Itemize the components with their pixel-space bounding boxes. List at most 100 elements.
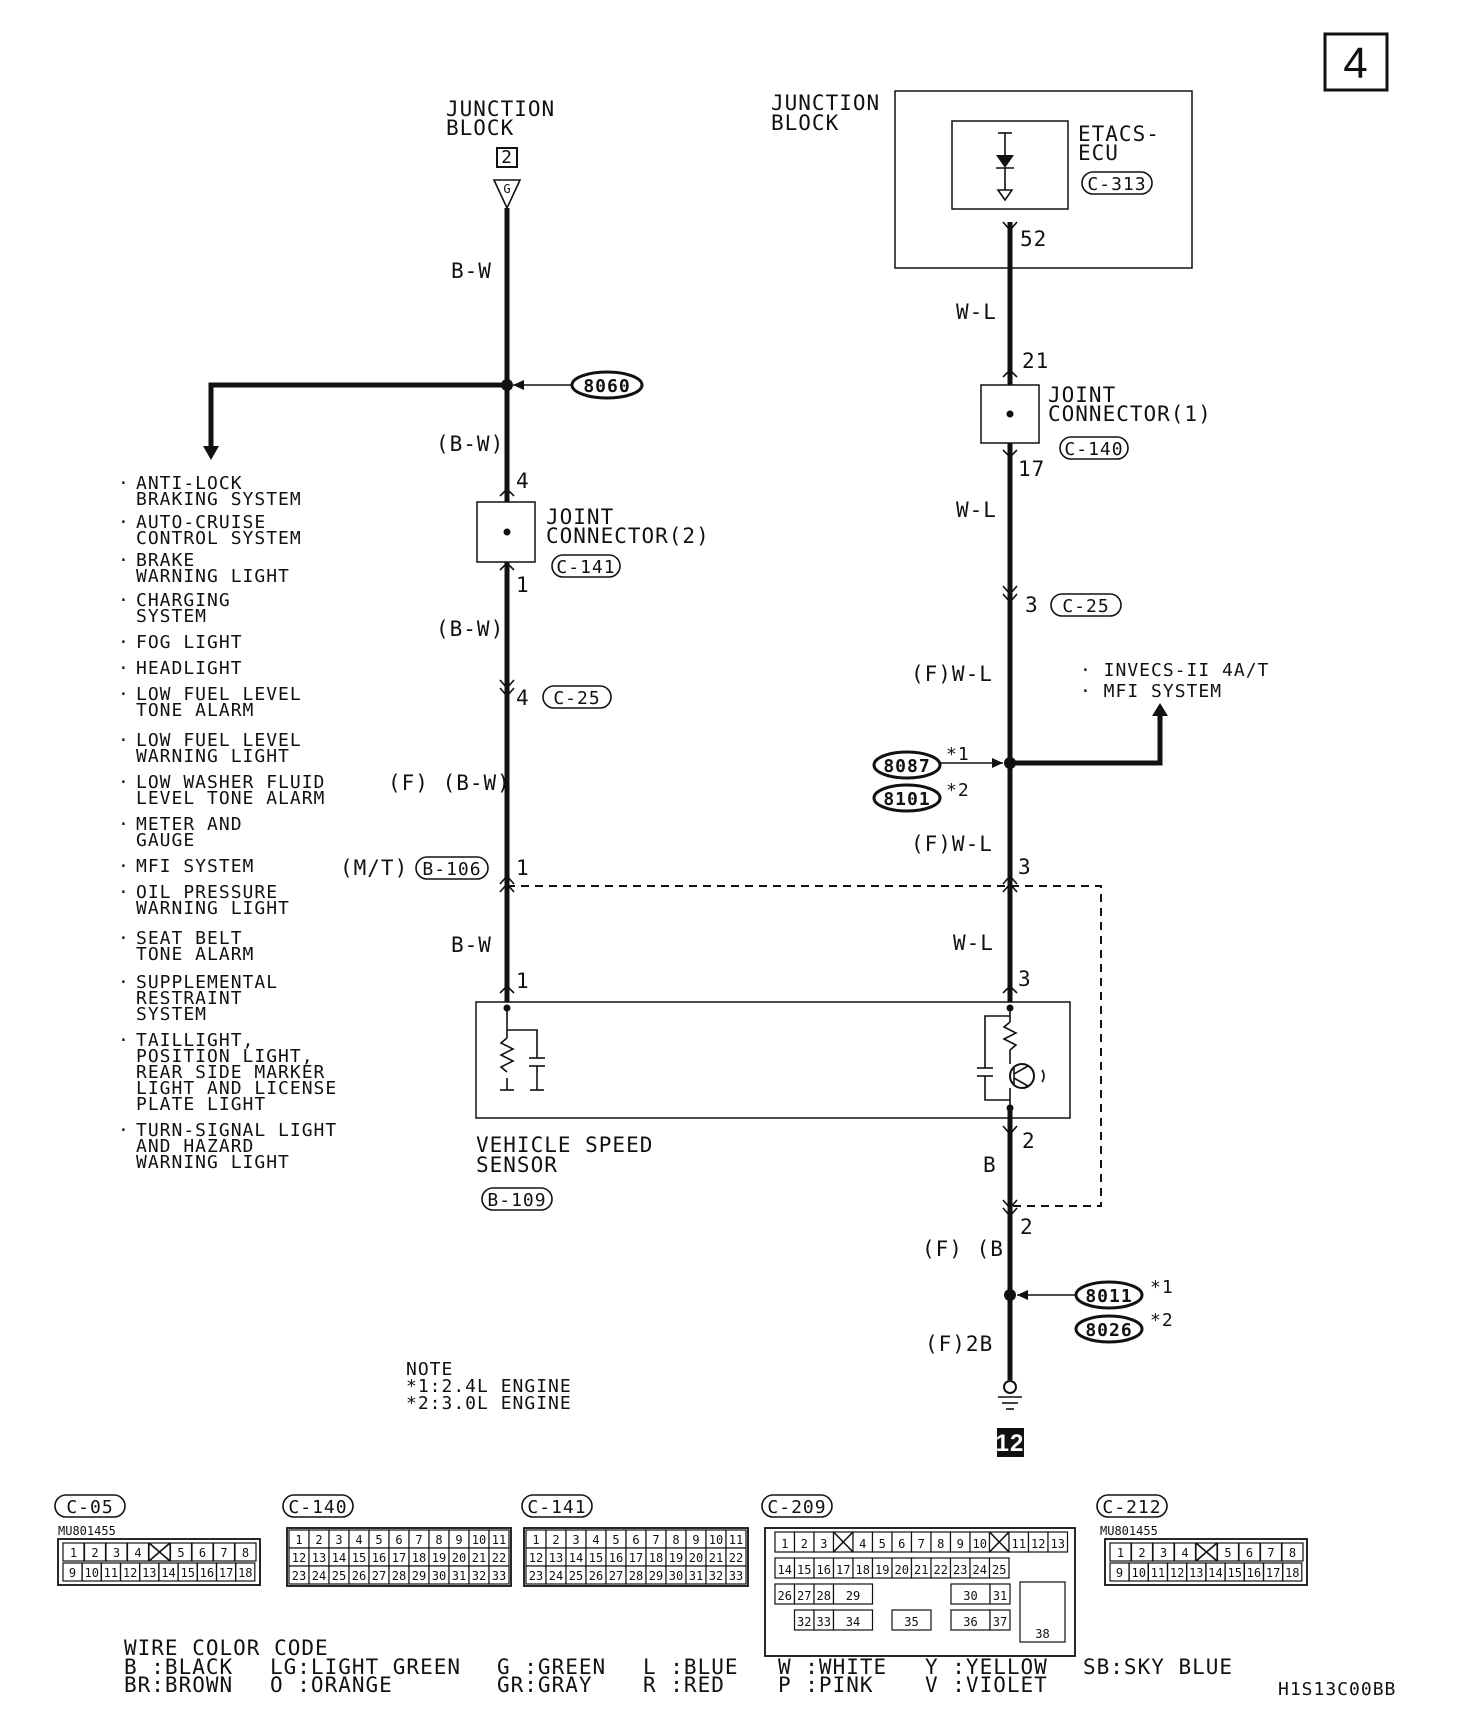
right-c25-pin: 3 bbox=[1025, 593, 1039, 617]
system-item-line: MFI SYSTEM bbox=[136, 856, 254, 877]
connector-pin-cell bbox=[725, 1565, 747, 1585]
wcc-b: B :BLACK bbox=[124, 1655, 233, 1679]
connector-pin-number: 23 bbox=[953, 1563, 967, 1577]
connector-pin-number: 12 bbox=[1031, 1537, 1045, 1551]
connector-pin-number: 9 bbox=[455, 1533, 462, 1547]
connector-pin-number: 29 bbox=[412, 1569, 426, 1583]
page-number-box: 4 bbox=[1323, 32, 1389, 92]
connector-pin-number: 2 bbox=[1138, 1546, 1145, 1560]
connector-pin-number: 20 bbox=[689, 1551, 703, 1565]
system-item-line: TURN-SIGNAL LIGHT bbox=[136, 1120, 337, 1141]
connector-pin-number: 21 bbox=[472, 1551, 486, 1565]
ecu-pin: 52 bbox=[1020, 227, 1047, 251]
system-bullet: · bbox=[118, 928, 130, 949]
connector-pin-number: 26 bbox=[352, 1569, 366, 1583]
connector-pin-number: 12 bbox=[1170, 1566, 1184, 1580]
connector-pin-number: 25 bbox=[569, 1569, 583, 1583]
ecu-name-1: ETACS- bbox=[1078, 122, 1160, 146]
connector-pin-number: 15 bbox=[180, 1566, 194, 1580]
right-wire1: W-L bbox=[956, 300, 997, 324]
page-number: 4 bbox=[1343, 39, 1368, 88]
connector-housing bbox=[1104, 1538, 1308, 1586]
branch-system-1: · INVECS-II 4A/T bbox=[1080, 660, 1269, 681]
system-item-line: REAR SIDE MARKER bbox=[136, 1062, 325, 1083]
system-bullet: · bbox=[118, 684, 130, 705]
connector-pin-number: 4 bbox=[859, 1537, 866, 1551]
ecu-connector: C-313 bbox=[1087, 174, 1146, 195]
system-item-line: ANTI-LOCK bbox=[136, 473, 243, 494]
left-joint-connector: C-141 bbox=[556, 557, 615, 578]
connector-pin-number: 10 bbox=[84, 1566, 98, 1580]
system-item-line: WARNING LIGHT bbox=[136, 1152, 290, 1173]
system-bullet: · bbox=[118, 882, 130, 903]
right-joint-label-1: JOINT bbox=[1048, 383, 1116, 407]
connector-label-c05: C-05 bbox=[66, 1497, 113, 1518]
system-bullet: · bbox=[118, 814, 130, 835]
connector-pin-number: 20 bbox=[452, 1551, 466, 1565]
left-jb-terminal: G bbox=[503, 182, 510, 196]
connector-pin-number: 1 bbox=[70, 1546, 77, 1560]
connector-pin-number: 22 bbox=[492, 1551, 506, 1565]
system-bullet: · bbox=[118, 550, 130, 571]
connector-pin-number: 8 bbox=[242, 1546, 249, 1560]
note-title: NOTE bbox=[406, 1359, 453, 1380]
connector-pin-cell bbox=[488, 1565, 510, 1585]
system-item-line: TONE ALARM bbox=[136, 700, 254, 721]
connector-pin-number: 2 bbox=[801, 1537, 808, 1551]
system-item-line: WARNING LIGHT bbox=[136, 566, 290, 587]
connector-pin-number: 31 bbox=[452, 1569, 466, 1583]
left-wire-after-splice: (B-W) bbox=[436, 432, 504, 456]
connector-pin-number: 28 bbox=[392, 1569, 406, 1583]
connector-pin-number: 1 bbox=[295, 1533, 302, 1547]
right-sensor-pin-bottom: 2 bbox=[1022, 1129, 1036, 1153]
connector-pin-number: 18 bbox=[238, 1566, 252, 1580]
connector-pin-number: 13 bbox=[312, 1551, 326, 1565]
wcc-lg: LG:LIGHT GREEN bbox=[270, 1655, 461, 1679]
connector-pin-number: 1 bbox=[781, 1537, 788, 1551]
connector-pin-number: 4 bbox=[355, 1533, 362, 1547]
right-joint-label-2: CONNECTOR(1) bbox=[1048, 402, 1212, 426]
connector-pin-cell bbox=[1047, 1531, 1069, 1553]
connector-housing bbox=[523, 1527, 749, 1587]
right-joint-connector: C-140 bbox=[1064, 439, 1123, 460]
wcc-l: L :BLUE bbox=[643, 1655, 739, 1679]
connector-diagrams: C-05 MU801455 C-140 C-141 C-209 C-212 MU… bbox=[54, 1494, 1308, 1657]
wcc-g: G :GREEN bbox=[497, 1655, 606, 1679]
connector-pin-number: 11 bbox=[729, 1533, 743, 1547]
system-item-line: LOW WASHER FLUID bbox=[136, 772, 325, 793]
blank-pin-mark bbox=[988, 1531, 1010, 1553]
connector-pin-number: 12 bbox=[529, 1551, 543, 1565]
connector-pin-number: 5 bbox=[375, 1533, 382, 1547]
splice-8011: 8011 bbox=[1085, 1286, 1132, 1307]
connector-pin-number: 17 bbox=[836, 1563, 850, 1577]
connector-housing bbox=[764, 1527, 1076, 1657]
connector-pin-number: 7 bbox=[415, 1533, 422, 1547]
connector-pin-number: 19 bbox=[432, 1551, 446, 1565]
connector-part-c212: MU801455 bbox=[1100, 1524, 1158, 1538]
splice-8087: 8087 bbox=[883, 756, 930, 777]
connector-pin-number: 37 bbox=[993, 1615, 1007, 1629]
left-wire-bottom: B-W bbox=[451, 933, 492, 957]
wcc-r: R :RED bbox=[643, 1673, 725, 1697]
connector-pin-number: 26 bbox=[778, 1589, 792, 1603]
connector-pin-number: 4 bbox=[592, 1533, 599, 1547]
connector-pin-number: 5 bbox=[612, 1533, 619, 1547]
system-item-line: WARNING LIGHT bbox=[136, 746, 290, 767]
connector-pin-number: 12 bbox=[123, 1566, 137, 1580]
blank-pin-mark bbox=[1195, 1542, 1218, 1562]
left-wire-f: (F) (B-W) bbox=[388, 771, 511, 795]
wcc-w: W :WHITE bbox=[778, 1655, 887, 1679]
system-item-line: LEVEL TONE ALARM bbox=[136, 788, 325, 809]
connector-pin-number: 26 bbox=[589, 1569, 603, 1583]
system-bullet: · bbox=[118, 730, 130, 751]
connector-pin-number: 22 bbox=[934, 1563, 948, 1577]
connector-pin-number: 4 bbox=[134, 1546, 141, 1560]
connector-pin-number: 6 bbox=[898, 1537, 905, 1551]
connector-pin-number: 14 bbox=[569, 1551, 583, 1565]
splice-8026: 8026 bbox=[1085, 1320, 1132, 1341]
connector-pin-number: 19 bbox=[669, 1551, 683, 1565]
connector-pin-number: 23 bbox=[529, 1569, 543, 1583]
connector-pin-number: 29 bbox=[846, 1589, 860, 1603]
connector-pin-number: 16 bbox=[200, 1566, 214, 1580]
